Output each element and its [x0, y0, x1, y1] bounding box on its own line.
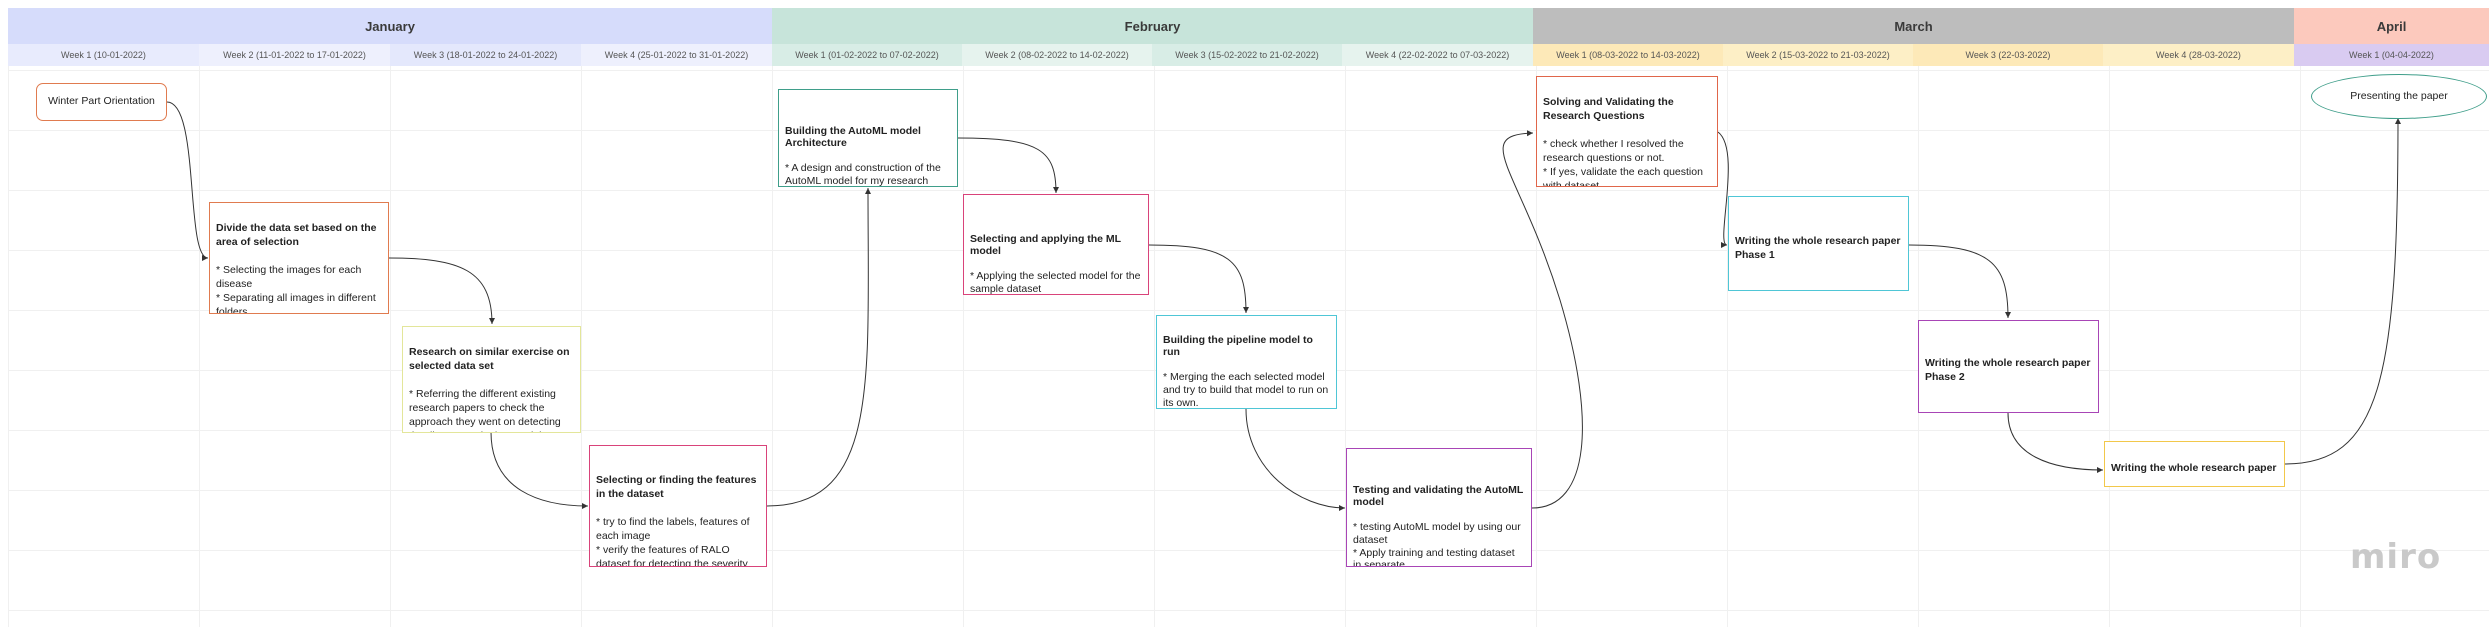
task-title: Building the AutoML model Architecture [785, 124, 921, 150]
task-paper-phase-2[interactable]: Writing the whole research paper Phase 2 [1918, 320, 2099, 413]
task-testing-validating[interactable]: Testing and validating the AutoML model … [1346, 448, 1532, 567]
connector[interactable] [1245, 408, 1346, 511]
task-selecting-features[interactable]: Selecting or finding the features in the… [589, 445, 767, 567]
week-header: Week 3 (22-03-2022) [1913, 44, 2103, 66]
task-paper-final[interactable]: Writing the whole research paper [2104, 441, 2285, 487]
week-header: Week 3 (18-01-2022 to 24-01-2022) [390, 44, 581, 66]
connector[interactable] [2284, 117, 2401, 465]
task-body: Winter Part Orientation [48, 95, 155, 108]
task-body: * check whether I resolved the research … [1543, 137, 1703, 187]
connector[interactable] [388, 257, 495, 325]
task-body: Presenting the paper [2350, 89, 2448, 102]
task-title: Building the pipeline model to run [1163, 333, 1313, 359]
week-header: Week 3 (15-02-2022 to 21-02-2022) [1152, 44, 1342, 66]
task-title: Selecting or finding the features in the… [596, 473, 757, 500]
task-body: * Selecting the images for each disease … [216, 263, 376, 314]
task-paper-phase-1[interactable]: Writing the whole research paper Phase 1 [1728, 196, 1909, 291]
task-title: Writing the whole research paper Phase 1 [1735, 234, 1901, 261]
task-winter-part-orientation[interactable]: Winter Part Orientation [36, 83, 167, 121]
connector[interactable] [166, 101, 209, 261]
week-header: Week 1 (04-04-2022) [2294, 44, 2489, 66]
connector[interactable] [2007, 412, 2104, 473]
task-presenting-paper[interactable]: Presenting the paper [2311, 74, 2487, 119]
task-title: Research on similar exercise on selected… [409, 345, 570, 372]
month-april: April [2294, 8, 2489, 44]
task-title: Writing the whole research paper Phase 2 [1925, 356, 2091, 383]
week-header: Week 4 (22-02-2022 to 07-03-2022) [1342, 44, 1533, 66]
month-february: February [772, 8, 1533, 44]
task-body: * Referring the different existing resea… [409, 387, 561, 432]
task-divide-dataset[interactable]: Divide the data set based on the area of… [209, 202, 389, 314]
task-title: Testing and validating the AutoML model [1353, 483, 1524, 509]
connector[interactable] [1502, 130, 1583, 509]
week-header: Week 4 (25-01-2022 to 31-01-2022) [581, 44, 772, 66]
month-march: March [1533, 8, 2294, 44]
week-header: Week 2 (08-02-2022 to 14-02-2022) [962, 44, 1152, 66]
connector[interactable] [490, 431, 589, 509]
task-body: * Applying the selected model for the sa… [970, 270, 1141, 295]
task-title: Selecting and applying the ML model [970, 232, 1121, 258]
task-title: Divide the data set based on the area of… [216, 221, 377, 248]
task-body: * Merging the each selected model and tr… [1163, 371, 1329, 409]
task-selecting-ml-model[interactable]: Selecting and applying the ML model * Ap… [963, 194, 1149, 295]
task-research-similar[interactable]: Research on similar exercise on selected… [402, 326, 581, 433]
connector[interactable] [1148, 244, 1249, 314]
connector[interactable] [1717, 131, 1729, 248]
task-body: * try to find the labels, features of ea… [596, 515, 750, 567]
task-pipeline-model[interactable]: Building the pipeline model to run * Mer… [1156, 315, 1337, 409]
task-body: * testing AutoML model by using our data… [1353, 521, 1521, 567]
task-body: * A design and construction of the AutoM… [785, 162, 941, 187]
task-building-automl[interactable]: Building the AutoML model Architecture *… [778, 89, 958, 187]
week-header: Week 1 (01-02-2022 to 07-02-2022) [772, 44, 962, 66]
task-title: Solving and Validating the Research Ques… [1543, 95, 1674, 122]
week-header: Week 1 (08-03-2022 to 14-03-2022) [1533, 44, 1723, 66]
connector[interactable] [1908, 244, 2011, 319]
connector[interactable] [766, 187, 872, 507]
week-header: Week 4 (28-03-2022) [2103, 44, 2294, 66]
month-january: January [8, 8, 772, 44]
connector[interactable] [957, 137, 1059, 194]
miro-logo: miro [2350, 537, 2442, 577]
task-solving-research-questions[interactable]: Solving and Validating the Research Ques… [1536, 76, 1718, 187]
week-header: Week 2 (11-01-2022 to 17-01-2022) [199, 44, 390, 66]
task-title: Writing the whole research paper [2111, 461, 2277, 474]
week-header: Week 1 (10-01-2022) [8, 44, 199, 66]
week-header: Week 2 (15-03-2022 to 21-03-2022) [1723, 44, 1913, 66]
